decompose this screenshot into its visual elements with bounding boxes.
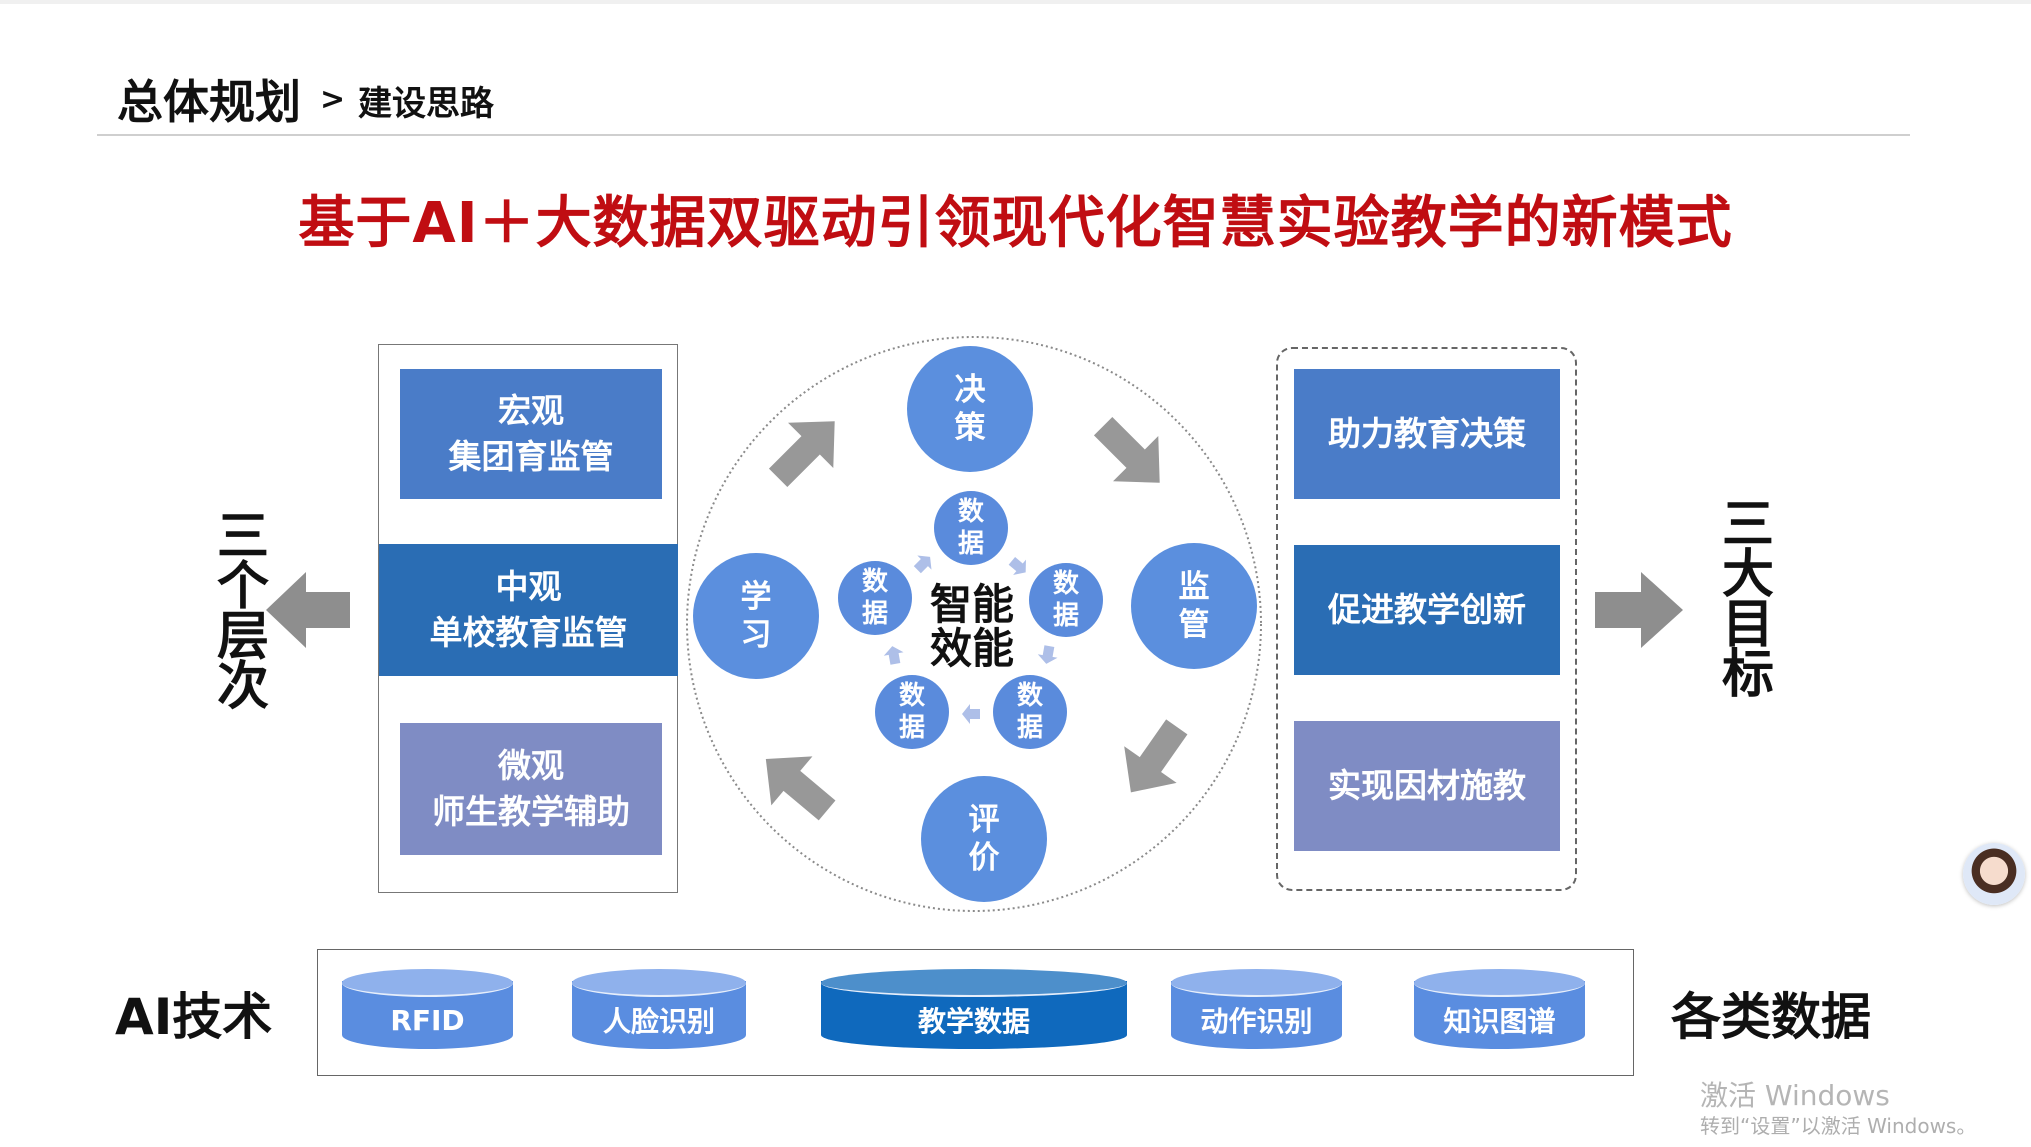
- arrow-down-right-icon: [1093, 416, 1160, 483]
- arrow-down-left-icon: [1124, 719, 1188, 793]
- cycle-diagram: [686, 336, 1262, 912]
- goal-label: 实现因材施教: [1328, 766, 1526, 805]
- data-node-label: 数据: [1053, 569, 1080, 631]
- data-node: 数据: [1029, 563, 1103, 637]
- cycle-center-label: 智能效能: [929, 580, 1014, 673]
- data-node-label: 数据: [1017, 681, 1044, 743]
- activation-watermark-title: 激活 Windows: [1700, 1079, 1890, 1112]
- node-decision: 决策: [907, 346, 1033, 472]
- left-arrow-icon: [266, 572, 350, 648]
- data-node-label: 数据: [899, 681, 926, 743]
- level-desc: 单校教育监管: [429, 613, 628, 652]
- level-name: 宏观: [498, 391, 564, 430]
- cylinder-label: 人脸识别: [602, 1005, 715, 1038]
- data-sources-panel: [317, 949, 1634, 1076]
- breadcrumb-separator: >: [320, 82, 346, 117]
- level-macro: 宏观 集团育监管: [400, 369, 662, 499]
- top-edge: [0, 0, 2031, 4]
- node-supervision: 监管: [1131, 543, 1257, 669]
- data-source-cylinder: RFID: [342, 969, 513, 1049]
- data-node-label: 数据: [958, 497, 985, 559]
- level-name: 微观: [498, 746, 564, 785]
- small-arrow-icon: [1008, 557, 1026, 575]
- small-arrow-icon: [883, 646, 904, 665]
- node-learning: 学习: [693, 553, 819, 679]
- node-label: 评价: [968, 802, 1000, 876]
- data-node: 数据: [993, 675, 1067, 749]
- level-name: 中观: [495, 567, 562, 606]
- arrow-up-right-icon: [768, 421, 835, 488]
- goal-item: 助力教育决策: [1294, 369, 1560, 499]
- level-desc: 师生教学辅助: [432, 792, 630, 831]
- cylinder-label: 知识图谱: [1443, 1005, 1556, 1038]
- header-divider: [97, 134, 1910, 136]
- section-title: 总体规划: [117, 75, 301, 129]
- goals-panel: [1276, 347, 1577, 891]
- node-label: 决策: [954, 372, 986, 446]
- activation-watermark-text: 转到“设置”以激活 Windows。: [1700, 1114, 1977, 1138]
- data-node: 数据: [875, 675, 949, 749]
- three-levels-label: 三个层次: [216, 507, 269, 717]
- goal-label: 促进教学创新: [1328, 590, 1526, 629]
- cylinder-label: 教学数据: [917, 1005, 1030, 1038]
- level-meso: 中观 单校教育监管: [379, 544, 678, 676]
- data-source-cylinder-main: 教学数据: [821, 969, 1127, 1049]
- data-node: 数据: [934, 491, 1008, 565]
- level-desc: 集团育监管: [448, 437, 614, 476]
- data-types-label: 各类数据: [1671, 988, 1871, 1046]
- cylinder-label: 动作识别: [1200, 1005, 1313, 1038]
- data-source-cylinder: 动作识别: [1171, 969, 1342, 1049]
- slide-title: 基于AI＋大数据双驱动引领现代化智慧实验教学的新模式: [298, 191, 1733, 256]
- three-goals-label: 三大目标: [1721, 495, 1774, 705]
- assistant-avatar[interactable]: [1963, 843, 2025, 905]
- cylinder-label: RFID: [390, 1003, 465, 1037]
- goal-label: 助力教育决策: [1328, 414, 1526, 453]
- small-arrow-icon: [962, 704, 980, 724]
- data-source-cylinder: 知识图谱: [1414, 969, 1585, 1049]
- goal-item: 促进教学创新: [1294, 545, 1560, 675]
- node-label: 监管: [1178, 569, 1210, 643]
- data-node-label: 数据: [862, 567, 889, 629]
- level-micro: 微观 师生教学辅助: [400, 723, 662, 855]
- small-arrow-icon: [913, 555, 932, 574]
- arrow-up-left-icon: [765, 756, 836, 821]
- section-subtitle: 建设思路: [358, 84, 494, 124]
- node-evaluation: 评价: [921, 776, 1047, 902]
- small-arrow-icon: [1037, 645, 1058, 664]
- ai-tech-label: AI技术: [115, 988, 273, 1046]
- goal-item: 实现因材施教: [1294, 721, 1560, 851]
- data-source-cylinder: 人脸识别: [572, 969, 746, 1049]
- node-label: 学习: [740, 579, 772, 653]
- right-arrow-icon: [1595, 572, 1683, 648]
- data-node: 数据: [838, 561, 912, 635]
